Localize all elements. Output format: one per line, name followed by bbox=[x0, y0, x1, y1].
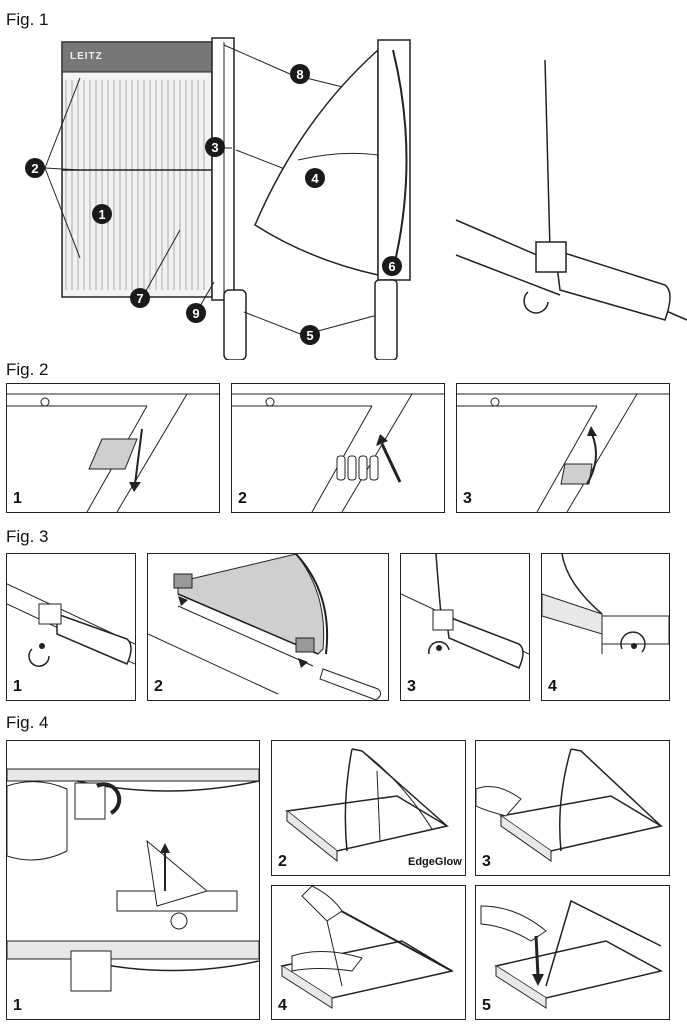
callout-4: 4 bbox=[305, 168, 325, 188]
fig3-panel-4: 4 bbox=[541, 553, 670, 701]
callout-1: 1 bbox=[92, 204, 112, 224]
callout-6: 6 bbox=[382, 256, 402, 276]
fig2-step-2: 2 bbox=[238, 490, 247, 507]
fig3-step-4: 4 bbox=[548, 678, 557, 695]
fig4-step-2: 2 bbox=[278, 853, 287, 870]
fig4-panel-4: 4 bbox=[271, 885, 466, 1020]
callout-8: 8 bbox=[290, 64, 310, 84]
fig3-title: Fig. 3 bbox=[6, 527, 49, 546]
callout-9: 9 bbox=[186, 303, 206, 323]
fig2-step-3: 3 bbox=[463, 490, 472, 507]
edgeglow-label: EdgeGlow bbox=[408, 856, 462, 868]
fig3-panel-1: 1 bbox=[6, 553, 136, 701]
fig3-step-3: 3 bbox=[407, 678, 416, 695]
fig3-step-1: 1 bbox=[13, 678, 22, 695]
callout-7: 7 bbox=[130, 288, 150, 308]
fig4-panel-3: 3 bbox=[475, 740, 670, 876]
fig1-title: Fig. 1 bbox=[6, 10, 49, 29]
callout-5: 5 bbox=[300, 325, 320, 345]
brand-label: LEITZ bbox=[70, 51, 103, 62]
fig2-title: Fig. 2 bbox=[6, 360, 49, 379]
fig4-step-1: 1 bbox=[13, 997, 22, 1014]
fig4-panel-5: 5 bbox=[475, 885, 670, 1020]
fig2-panel-3: 3 bbox=[456, 383, 670, 513]
fig3-step-2: 2 bbox=[154, 678, 163, 695]
callout-2: 2 bbox=[25, 158, 45, 178]
callout-3: 3 bbox=[205, 137, 225, 157]
fig3-panel-3: 3 bbox=[400, 553, 530, 701]
fig4-step-4: 4 bbox=[278, 997, 287, 1014]
fig4-title: Fig. 4 bbox=[6, 713, 49, 732]
fig1-illustration bbox=[44, 37, 687, 360]
fig4-panel-1: 1 bbox=[6, 740, 260, 1020]
fig2-panel-2: 2 bbox=[231, 383, 445, 513]
fig3-panel-2: 2 bbox=[147, 553, 389, 701]
fig2-panel-1: 1 bbox=[6, 383, 220, 513]
fig4-panel-2: EdgeGlow 2 bbox=[271, 740, 466, 876]
fig4-step-3: 3 bbox=[482, 853, 491, 870]
fig4-step-5: 5 bbox=[482, 997, 491, 1014]
fig2-step-1: 1 bbox=[13, 490, 22, 507]
